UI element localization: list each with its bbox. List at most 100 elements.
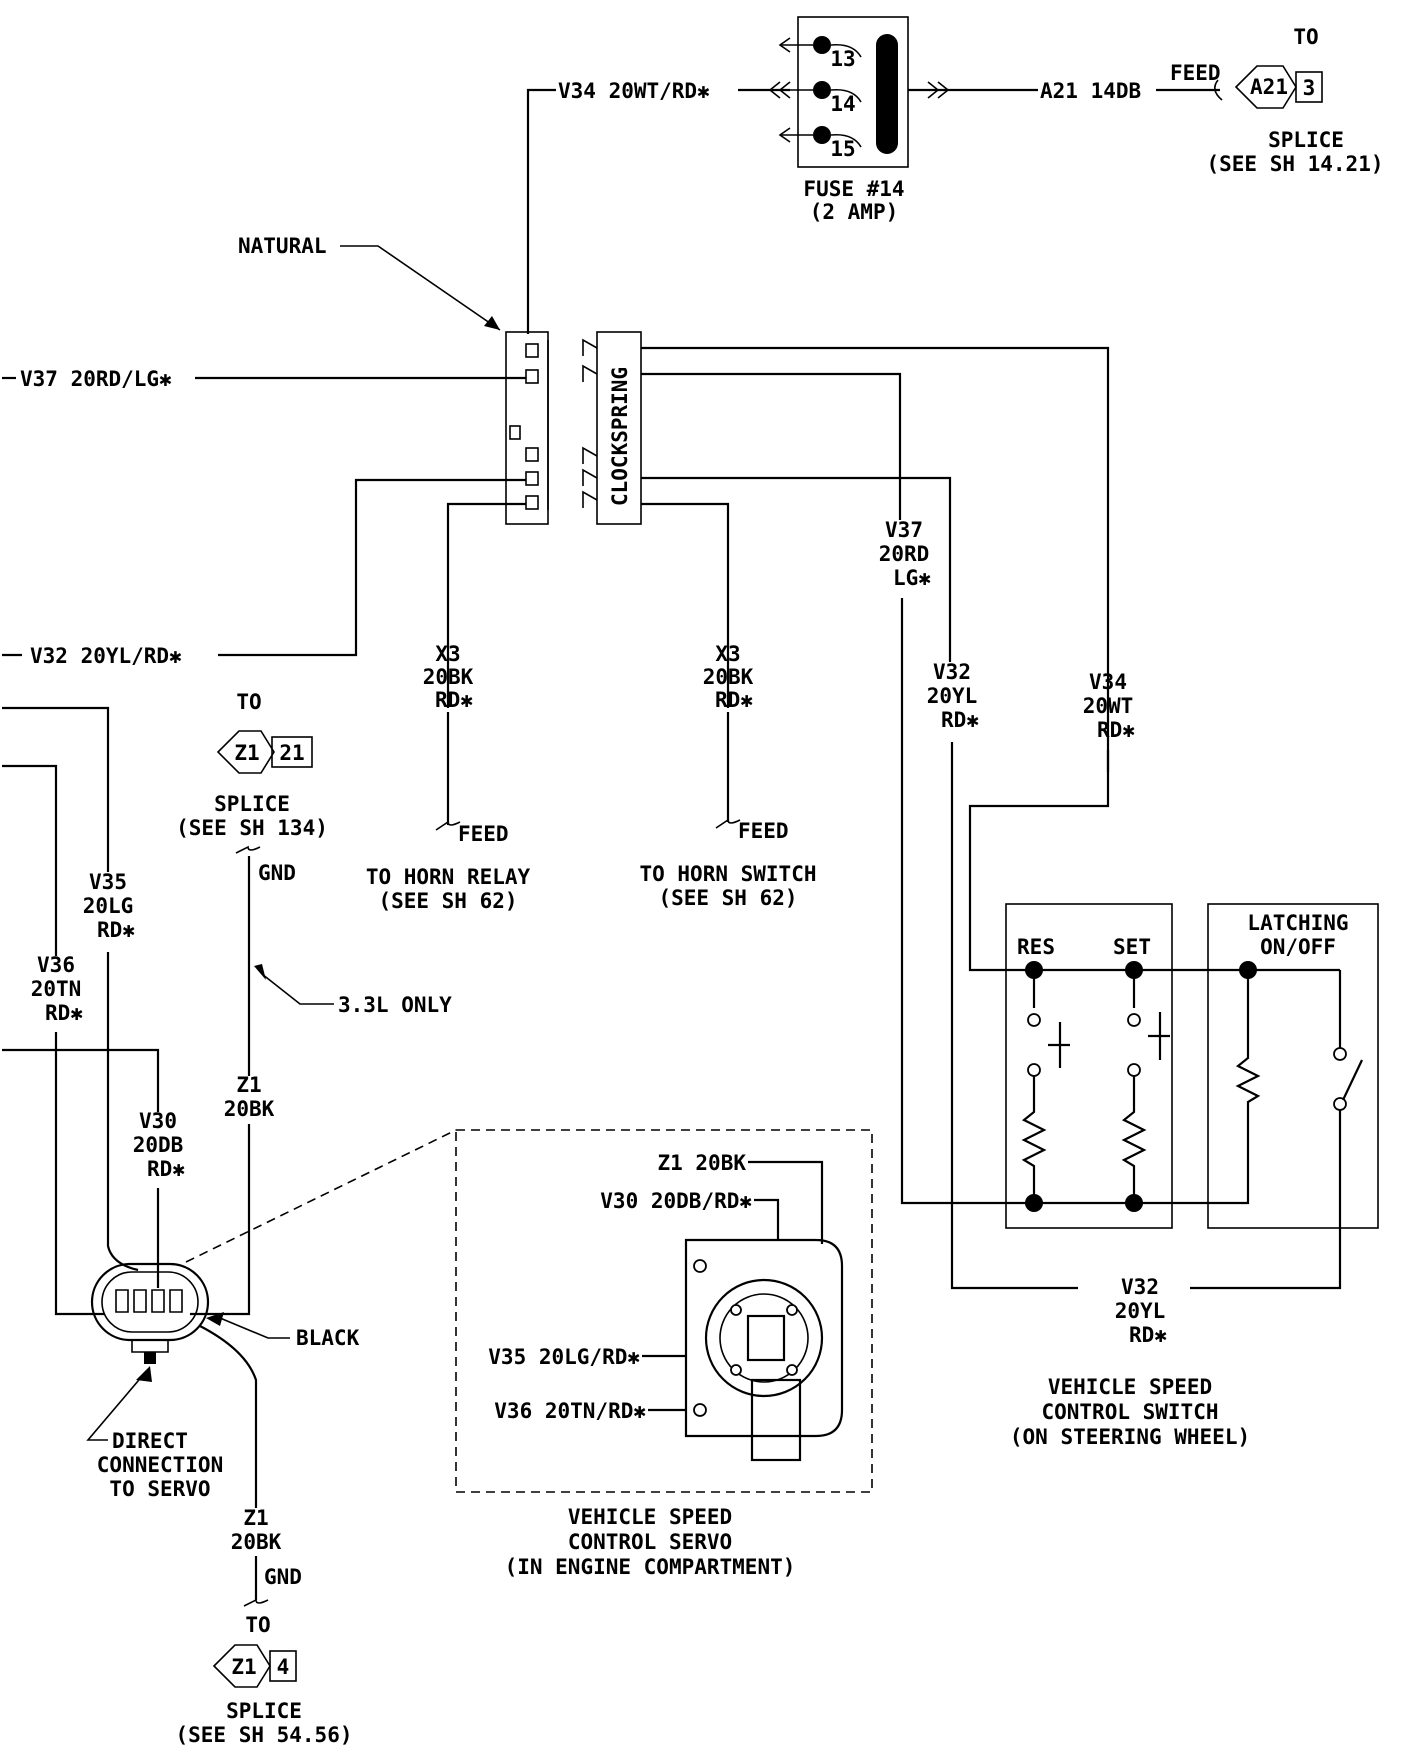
servo-bolt <box>786 1304 798 1316</box>
natural-label: NATURAL <box>238 234 327 258</box>
latching-resistor-icon <box>1235 970 1261 1128</box>
fuse-bus-bar <box>876 34 898 154</box>
wire-v35 <box>2 706 110 872</box>
horn-relay-ref: (SEE SH 62) <box>378 889 517 913</box>
wire-label-v36-3: RD✱ <box>45 1001 83 1025</box>
wire-label-v32-right-2: 20YL <box>927 684 978 708</box>
splice-name: SPLICE <box>226 1699 302 1723</box>
inset-v35-label: V35 20LG/RD✱ <box>488 1345 640 1369</box>
inset-z1-label: Z1 20BK <box>657 1151 746 1175</box>
connector-inner <box>101 1271 199 1333</box>
wire-label-v34-right-1: V34 <box>1089 670 1127 694</box>
splice-name: SPLICE <box>1268 128 1344 152</box>
splice-to-label: TO <box>236 690 261 714</box>
wire-v34-right-lower <box>968 750 1110 972</box>
fuse-element <box>830 43 862 148</box>
servo-housing <box>684 1238 844 1438</box>
connector-outer <box>90 1262 210 1342</box>
connector-latch-tab <box>144 1352 156 1364</box>
splice-diamond-icon <box>216 730 275 774</box>
connector-cavity <box>525 495 539 510</box>
fuse-block: 13 14 15 FUSE #14 (2 AMP) <box>778 16 909 224</box>
connector-arrow-icon <box>927 81 950 99</box>
servo-diaphragm <box>704 1278 824 1398</box>
wire-v32-left <box>218 478 526 657</box>
wire-label-v32-right-3: RD✱ <box>941 708 979 732</box>
latching-switch-blade-icon <box>1342 1059 1363 1101</box>
arrow-head-icon <box>206 1312 224 1326</box>
speed-control-switch: RES SET LATCHING ON/OFF V32 20YL RD✱ <box>1005 903 1379 1449</box>
fuse-arrow-icon <box>778 37 791 143</box>
wire-label-v35-2: 20LG <box>83 894 134 918</box>
clockspring-contacts <box>582 338 598 508</box>
wire-v37-right-lower <box>900 598 1034 1205</box>
wire-label-x3-relay-3: RD✱ <box>435 688 473 712</box>
splice-id: A21 <box>1250 75 1288 99</box>
direct-leader <box>86 1373 145 1441</box>
latching-label-2: ON/OFF <box>1260 935 1336 959</box>
wire-label-a21: A21 14DB <box>1040 79 1141 103</box>
horn-switch-ref: (SEE SH 62) <box>658 886 797 910</box>
switch-return-bus <box>1034 1128 1250 1205</box>
wire-label-z1-upper-2: 20BK <box>224 1097 275 1121</box>
wire-label-v37-right-3: LG✱ <box>893 566 931 590</box>
wire-label-v37-left: V37 20RD/LG✱ <box>20 367 172 391</box>
fuse-pin-14: 14 <box>830 92 855 116</box>
splice-z1-bottom: TO Z1 4 SPLICE (SEE SH 54.56) <box>175 1613 352 1747</box>
latching-switch-bottom <box>1190 1110 1342 1290</box>
res-label: RES <box>1017 935 1055 959</box>
clockspring-body <box>596 331 642 525</box>
connector-tab <box>131 1340 169 1353</box>
latching-contact <box>1333 1047 1347 1061</box>
inset-wire-v30 <box>754 1198 780 1240</box>
wire-v36 <box>2 764 58 956</box>
fuse-rating: (2 AMP) <box>810 200 899 224</box>
wire-v34-top <box>526 88 556 334</box>
switch-res-set-box <box>1005 903 1173 1229</box>
latching-label-1: LATCHING <box>1247 911 1348 935</box>
switch-title-3: (ON STEERING WHEEL) <box>1010 1425 1250 1449</box>
splice-ref: (SEE SH 14.21) <box>1206 152 1383 176</box>
fuse-pin-dot <box>813 36 831 54</box>
natural-connector <box>505 331 549 525</box>
res-contact <box>1027 1013 1041 1027</box>
switch-title-2: CONTROL SWITCH <box>1041 1400 1218 1424</box>
splice-number: 3 <box>1303 76 1316 100</box>
gnd-label-bottom: GND <box>264 1565 302 1589</box>
splice-to-label: TO <box>1293 25 1318 49</box>
set-contact <box>1127 1063 1141 1077</box>
horn-switch-label: TO HORN SWITCH <box>639 862 816 886</box>
black-connector <box>90 1262 210 1364</box>
splice-number-box <box>1295 71 1323 103</box>
set-label: SET <box>1113 935 1151 959</box>
wire-v34-right <box>641 346 1110 772</box>
wire-v32-right-upper <box>641 476 952 662</box>
wire-label-x3-switch-2: 20BK <box>703 665 754 689</box>
break-mark-icon <box>243 1598 269 1607</box>
wire-label-v32-bottom-1: V32 <box>1121 1275 1159 1299</box>
inset-v30-label: V30 20DB/RD✱ <box>600 1189 752 1213</box>
connector-cavity <box>525 369 539 384</box>
set-pushbutton-icon <box>1148 1012 1170 1060</box>
wire-label-z1-lower-2: 20BK <box>231 1530 282 1554</box>
servo-mount-hole <box>693 1403 707 1417</box>
wire-label-v34-right-2: 20WT <box>1083 694 1134 718</box>
wire-z1-lower <box>199 1325 258 1508</box>
wire-label-v32-left: V32 20YL/RD✱ <box>30 644 182 668</box>
connector-latch <box>509 425 521 440</box>
feed-label-switch: FEED <box>738 819 789 843</box>
splice-number-box <box>271 736 313 768</box>
only-33-leader <box>261 973 334 1005</box>
wire-label-v32-right-1: V32 <box>933 660 971 684</box>
inset-pointer-line <box>185 1129 457 1263</box>
wire-label-x3-relay-1: X3 <box>435 642 460 666</box>
arrow-head-icon <box>254 964 266 980</box>
servo-bolt <box>786 1364 798 1376</box>
splice-to-label: TO <box>245 1613 270 1637</box>
break-mark-icon <box>435 820 461 831</box>
servo-diaphragm-inner <box>719 1293 809 1383</box>
connector-terminals <box>115 1289 183 1313</box>
splice-number: 4 <box>277 1655 290 1679</box>
servo-title-2: CONTROL SERVO <box>568 1530 732 1554</box>
